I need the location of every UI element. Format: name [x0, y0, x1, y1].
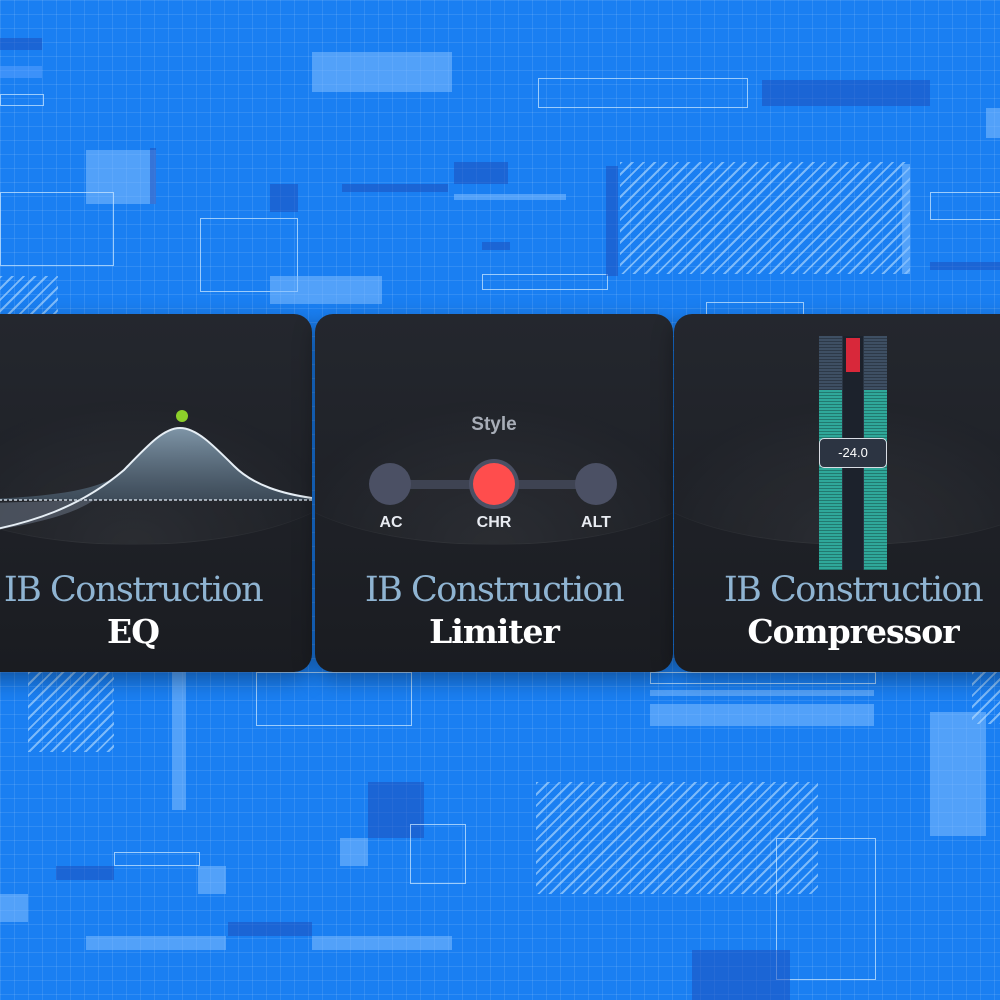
- bg-bar: [930, 262, 1000, 270]
- bg-panel: [986, 108, 1000, 138]
- eq-brand: IB Construction: [3, 570, 264, 610]
- bg-panel: [270, 184, 298, 212]
- bg-panel: [0, 894, 28, 922]
- bg-panel: [198, 866, 226, 894]
- bg-panel: [692, 950, 790, 1000]
- bg-frame: [114, 852, 200, 866]
- bg-hatch: [28, 672, 114, 752]
- eq-cut-region: [0, 500, 94, 530]
- bg-panel: [270, 276, 382, 304]
- bg-panel: [762, 80, 930, 106]
- bg-bar: [312, 936, 452, 950]
- bg-frame: [200, 218, 298, 292]
- bg-hatch: [536, 782, 818, 894]
- bg-bar: [228, 922, 312, 936]
- compressor-brand: IB Construction: [723, 570, 984, 610]
- style-option-ac[interactable]: [369, 463, 411, 505]
- bg-bar: [902, 164, 910, 274]
- bg-hatch: [0, 276, 58, 314]
- style-option-alt[interactable]: [575, 463, 617, 505]
- bg-bar: [606, 166, 618, 276]
- bg-frame: [482, 274, 608, 290]
- eq-curve-display[interactable]: [0, 314, 312, 554]
- eq-card[interactable]: IB Construction EQ: [0, 314, 312, 672]
- style-option-chr[interactable]: [473, 463, 515, 505]
- threshold-readout[interactable]: -24.0: [819, 438, 887, 468]
- meter-bar-left-upper: [819, 336, 842, 390]
- style-label-ac: AC: [379, 514, 403, 531]
- bg-frame: [930, 192, 1000, 220]
- bg-panel: [368, 782, 424, 838]
- bg-panel: [454, 162, 508, 184]
- bg-bar: [56, 866, 114, 880]
- meter-bar-left-lower: [819, 390, 842, 570]
- bg-panel: [86, 150, 156, 204]
- bg-hatch: [972, 672, 1000, 724]
- bg-frame: [650, 672, 876, 684]
- bg-bar: [150, 148, 156, 204]
- compressor-card[interactable]: -24.0 IB Construction Compressor: [674, 314, 1000, 672]
- bg-frame: [256, 672, 412, 726]
- compressor-product-name: Compressor: [747, 612, 959, 651]
- style-label: Style: [471, 414, 517, 435]
- bg-bar: [172, 672, 186, 810]
- limiter-product-name: Limiter: [429, 612, 560, 651]
- bg-frame: [0, 192, 114, 266]
- bg-frame: [410, 824, 466, 884]
- meter-bar-right-upper: [864, 336, 887, 390]
- bg-bar: [650, 690, 874, 696]
- bg-bar: [0, 66, 42, 78]
- eq-curve-line: [0, 426, 312, 530]
- bg-bar: [342, 184, 448, 192]
- bg-frame: [0, 94, 44, 106]
- bg-panel: [340, 838, 368, 866]
- eq-product-name: EQ: [107, 612, 160, 651]
- limiter-card[interactable]: Style AC CHR ALT IB Construction Limiter: [315, 314, 673, 672]
- bg-bar: [454, 194, 566, 200]
- bg-panel: [930, 712, 986, 836]
- bg-frame: [776, 838, 876, 980]
- limiter-brand: IB Construction: [364, 570, 625, 610]
- meter-peak-indicator: [846, 338, 860, 372]
- eq-band-handle[interactable]: [176, 410, 188, 422]
- bg-hatch: [620, 162, 910, 274]
- bg-bar: [0, 38, 42, 50]
- eq-bell-fill: [0, 428, 312, 500]
- meter-bar-right-lower: [864, 390, 887, 570]
- bg-bar: [482, 242, 510, 250]
- bg-panel: [312, 52, 452, 92]
- bg-frame: [538, 78, 748, 108]
- style-label-alt: ALT: [581, 514, 611, 531]
- style-label-chr: CHR: [476, 514, 512, 531]
- bg-bar: [86, 936, 226, 950]
- bg-panel: [650, 704, 874, 726]
